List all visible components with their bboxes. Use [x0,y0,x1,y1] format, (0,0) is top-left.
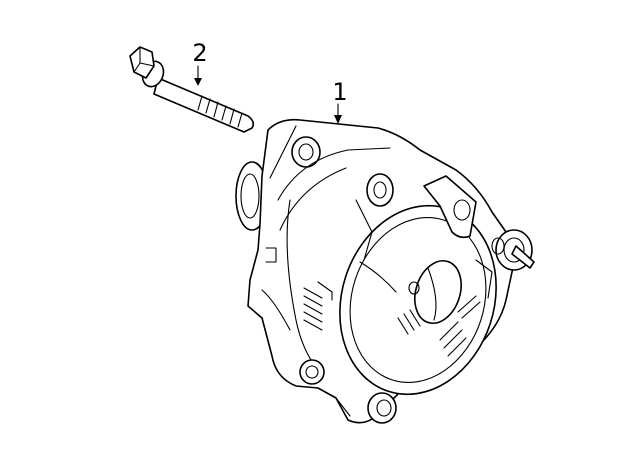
bolt-part [129,46,255,133]
alternator-part [235,118,535,424]
callout-2-arrow [194,78,202,86]
callout-2-number: 2 [192,39,207,67]
callout-1-number: 1 [332,78,347,106]
callout-1[interactable]: 1 [332,78,348,124]
callout-1-arrow [334,115,342,124]
callout-2[interactable]: 2 [192,39,208,86]
